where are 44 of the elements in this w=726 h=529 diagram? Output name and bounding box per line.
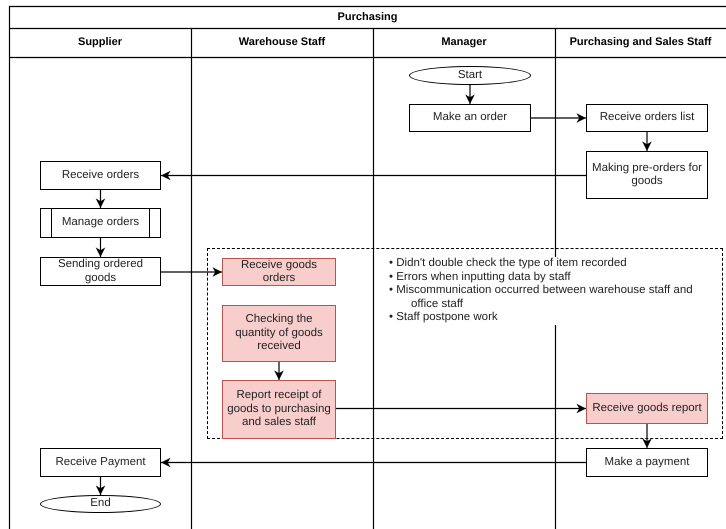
arrow — [465, 85, 475, 104]
pool-title: Purchasing — [338, 10, 398, 24]
node-label: Make a payment — [604, 456, 690, 470]
node-label: Manage orders — [62, 216, 140, 230]
process-box — [40, 448, 161, 477]
arrow — [161, 458, 586, 468]
arrow — [161, 267, 222, 277]
arrow — [336, 404, 586, 414]
arrow — [96, 238, 106, 257]
subprocess-box — [40, 208, 161, 238]
node-label: Start — [458, 68, 482, 82]
process-box — [586, 151, 708, 199]
arrow — [642, 132, 652, 151]
node-label: End — [90, 497, 111, 511]
highlighted-process-box — [586, 393, 708, 424]
process-box — [586, 448, 708, 477]
arrow — [531, 113, 586, 123]
process-box — [40, 161, 161, 190]
node-label: Receive goods report — [592, 402, 702, 416]
node-label: Making pre-orders for goods — [591, 162, 703, 188]
node-label: Receive orders — [62, 168, 140, 182]
process-box — [586, 104, 708, 132]
highlighted-process-box — [222, 380, 336, 439]
highlighted-process-box — [222, 305, 336, 362]
highlighted-process-box — [222, 258, 336, 286]
lane-title: Purchasing and Sales Staff — [570, 36, 712, 49]
node-label: Checking the quantity of goods received — [234, 313, 324, 354]
arrow — [96, 190, 106, 208]
dashed-group-box — [207, 248, 723, 439]
process-box — [40, 257, 161, 286]
arrow — [642, 424, 652, 448]
lane-title: Warehouse Staff — [238, 36, 326, 49]
node-label: Make an order — [432, 111, 508, 125]
node-label: Report receipt of goods to purchasing and sales staff — [226, 389, 332, 430]
lane-title: Manager — [441, 36, 487, 49]
lane-title: Supplier — [78, 36, 122, 49]
node-label: Receive goods orders — [240, 258, 318, 286]
node-label: Receive Payment — [55, 456, 146, 470]
arrow — [96, 477, 106, 495]
node-label: Receive orders list — [600, 111, 694, 125]
process-box — [409, 104, 531, 132]
arrow — [161, 170, 586, 180]
node-label: Sending ordered goods — [56, 258, 144, 285]
arrow — [274, 362, 284, 380]
